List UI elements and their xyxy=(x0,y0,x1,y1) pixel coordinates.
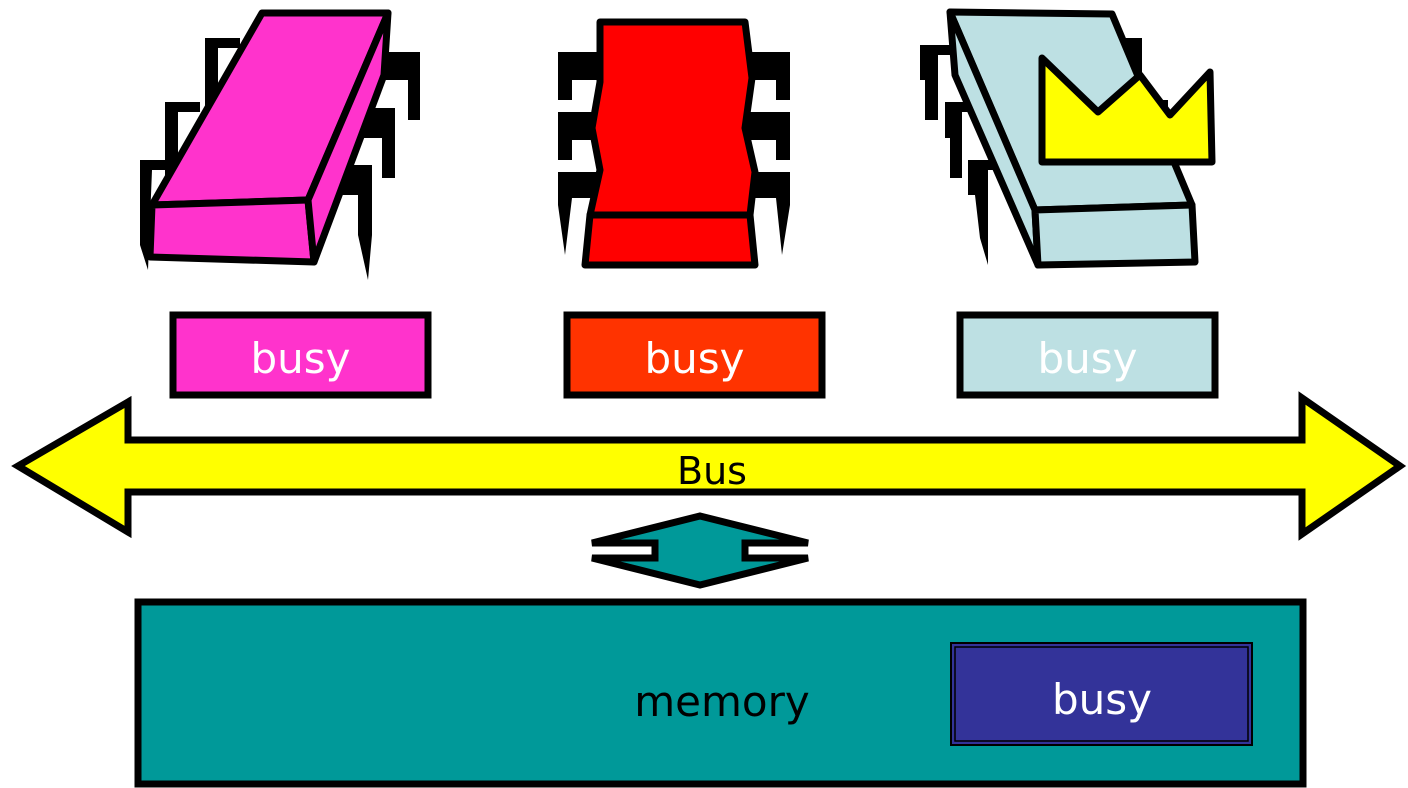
chip-pin xyxy=(748,172,790,255)
chip-pin xyxy=(558,52,600,100)
chip-pin xyxy=(920,45,958,120)
memory-label: memory xyxy=(634,677,810,726)
chip-top-face xyxy=(586,18,759,219)
status-label: busy xyxy=(250,334,350,383)
chip-front-face xyxy=(581,211,759,269)
processor-2-status: busy xyxy=(563,311,826,399)
crown-icon xyxy=(1038,54,1216,166)
bus-arrow xyxy=(11,391,1407,541)
status-box xyxy=(563,311,826,399)
processor-2-chip xyxy=(558,18,790,269)
processor-3-status: busy xyxy=(956,311,1219,399)
chip-pin xyxy=(968,160,1008,265)
memory-status: busy xyxy=(950,642,1253,746)
status-box xyxy=(956,311,1219,399)
chip-pin xyxy=(558,172,600,255)
chip-front-face xyxy=(1031,201,1199,269)
chip-pin xyxy=(335,165,372,280)
status-box-border xyxy=(952,644,1251,744)
chip-pin xyxy=(748,112,790,160)
memory-connector-arrow xyxy=(591,512,809,589)
chip-side-face xyxy=(304,9,392,266)
status-label: busy xyxy=(1037,334,1137,383)
bus: Bus xyxy=(11,391,1407,541)
processor-1-chip xyxy=(140,9,420,280)
status-box-inner xyxy=(954,646,1249,742)
status-label: busy xyxy=(644,334,744,383)
processor-1-status: busy xyxy=(169,311,432,399)
chip-front-face xyxy=(146,196,318,266)
chip-pin xyxy=(385,52,420,120)
processor-3-chip xyxy=(920,8,1216,269)
bus-label: Bus xyxy=(677,449,747,493)
memory-status-label: busy xyxy=(1052,675,1152,724)
chip-pin xyxy=(945,102,982,178)
memory: memory busy xyxy=(134,598,1307,788)
status-box xyxy=(169,311,432,399)
chip-pin xyxy=(748,52,790,100)
